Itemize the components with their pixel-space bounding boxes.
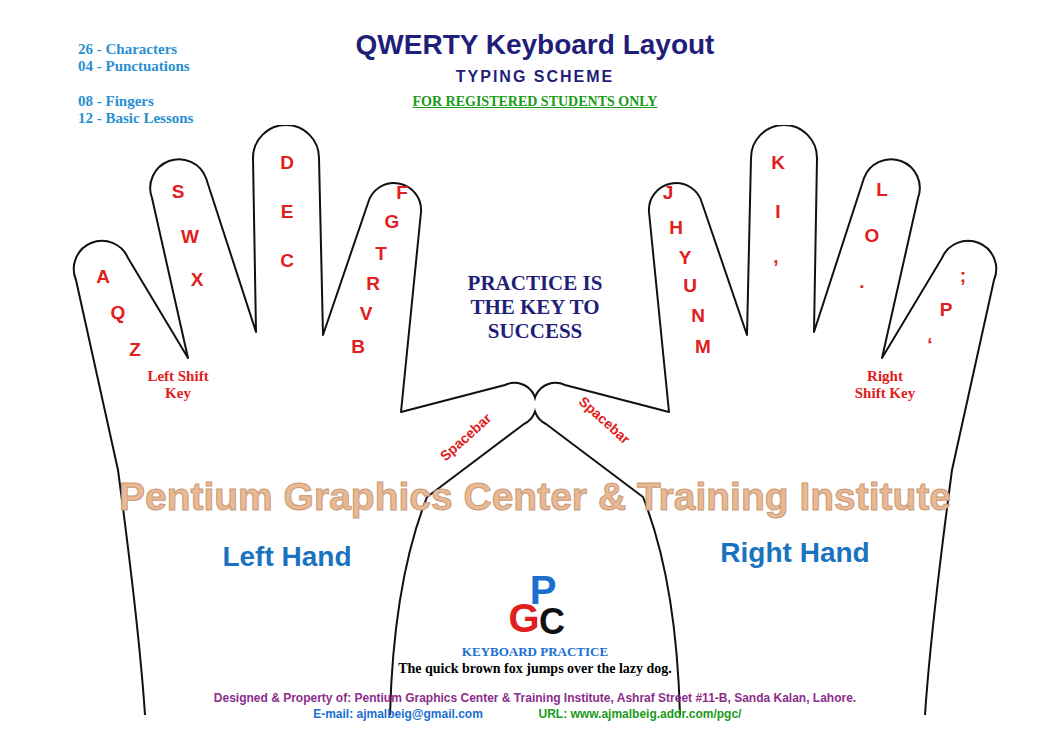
key-letter: Y [679, 247, 692, 269]
key-letter: W [181, 226, 199, 248]
hand-outline: Left Hand [65, 125, 535, 720]
key-letter: B [351, 336, 365, 358]
key-letter: U [683, 275, 697, 297]
footer-text: Designed & Property of: Pentium Graphics… [214, 692, 856, 706]
logo-letter: G [508, 595, 539, 641]
key-letter: T [375, 243, 387, 265]
key-letter: G [385, 211, 400, 233]
shift-label: Left Shift Key [147, 368, 209, 403]
motto: PRACTICE IS THE KEY TO SUCCESS [448, 271, 623, 343]
caption-heading: KEYBOARD PRACTICE [462, 645, 608, 660]
footer-url: URL: www.ajmalbeig.addr.com/pgc/ [539, 708, 742, 722]
key-letter: R [366, 273, 380, 295]
key-letter: C [280, 250, 294, 272]
stat-line: 04 - Punctuations [78, 58, 190, 75]
key-letter: H [669, 217, 683, 239]
hand-path [535, 125, 996, 715]
key-letter: , [773, 246, 778, 268]
hand-name: Left Hand [222, 541, 351, 573]
key-letter: Q [111, 302, 126, 324]
subtitle: TYPING SCHEME [456, 68, 614, 86]
shift-label: Right Shift Key [854, 368, 916, 403]
notice: FOR REGISTERED STUDENTS ONLY [413, 94, 658, 110]
logo-letter: C [539, 601, 565, 642]
key-letter: F [396, 182, 408, 204]
footer-email: E-mail: ajmalbeig@gmail.com [313, 708, 483, 722]
key-letter: X [191, 269, 204, 291]
key-letter: Z [129, 339, 141, 361]
key-letter: O [865, 225, 880, 247]
title: QWERTY Keyboard Layout [356, 29, 715, 61]
practice-sentence: The quick brown fox jumps over the lazy … [398, 661, 672, 677]
hand-drawing [65, 125, 535, 720]
key-letter: K [771, 152, 785, 174]
watermark: Pentium Graphics Center & Training Insti… [119, 475, 951, 520]
key-letter: L [876, 179, 888, 201]
key-letter: S [172, 181, 185, 203]
stat-line: 26 - Characters [78, 41, 177, 58]
stat-line: 12 - Basic Lessons [78, 110, 193, 127]
key-letter: I [775, 201, 780, 223]
key-letter: M [695, 336, 711, 358]
key-letter: ; [960, 265, 966, 287]
key-letter: ‘ [927, 334, 932, 356]
key-letter: P [940, 299, 953, 321]
stat-line: 08 - Fingers [78, 93, 154, 110]
hand-name: Right Hand [720, 537, 869, 569]
key-letter: . [859, 271, 864, 293]
key-letter: N [691, 305, 705, 327]
key-letter: A [96, 266, 110, 288]
key-letter: V [360, 303, 373, 325]
key-letter: D [280, 152, 294, 174]
hand-path [74, 125, 535, 715]
key-letter: E [281, 201, 294, 223]
key-letter: J [663, 182, 674, 204]
